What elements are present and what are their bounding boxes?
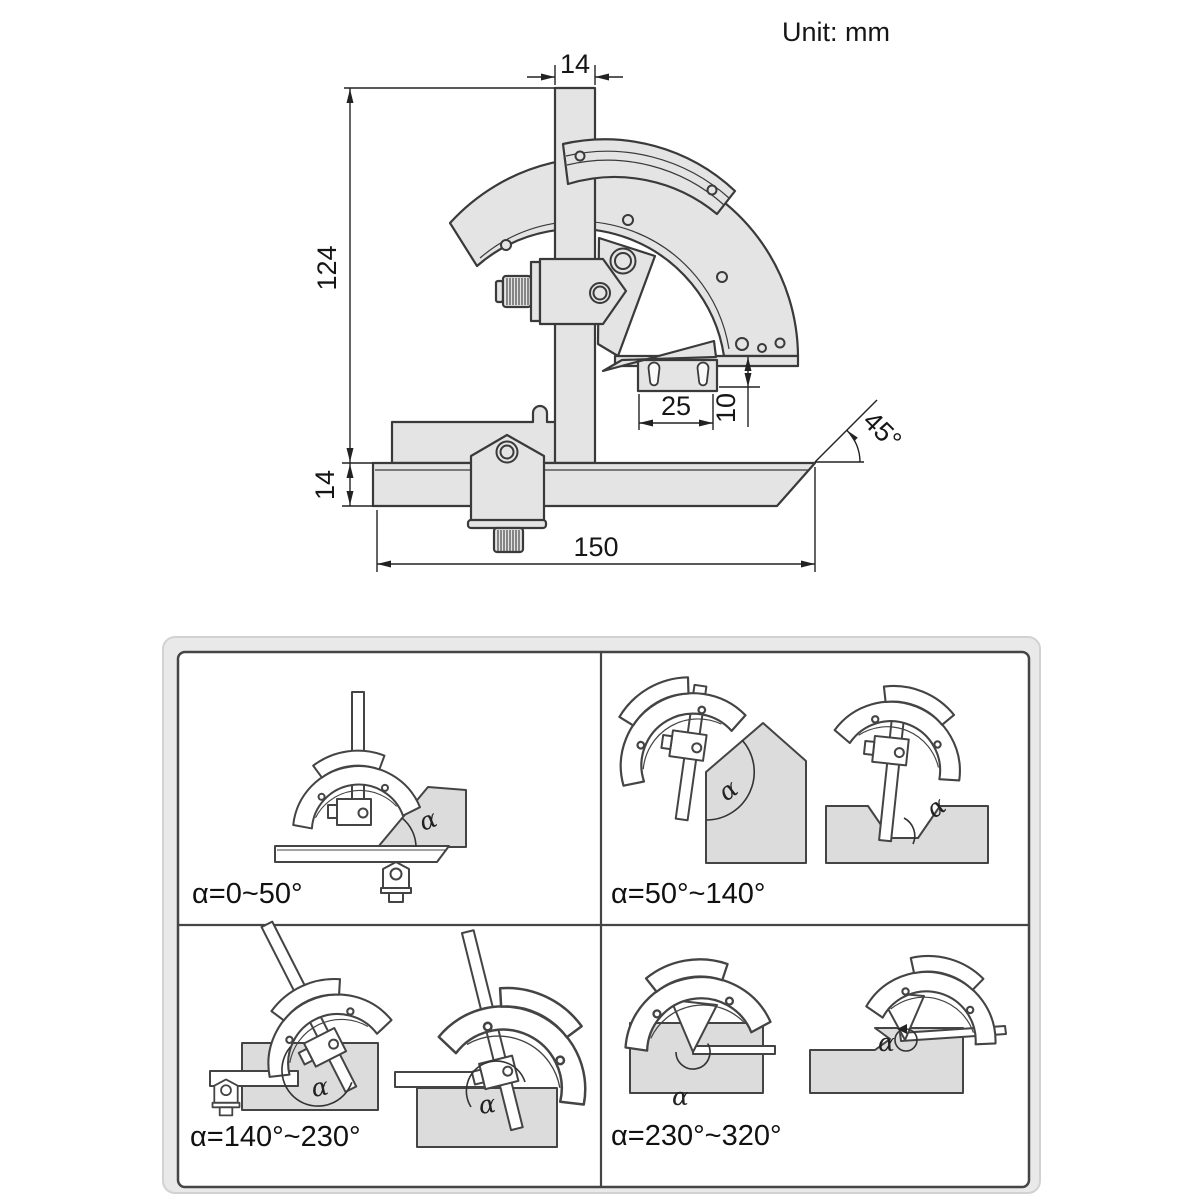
svg-text:124: 124 <box>312 245 342 290</box>
dim-tip-width: 10 <box>711 357 760 427</box>
stock-base <box>371 461 817 508</box>
svg-text:14: 14 <box>560 49 590 79</box>
panel-q3-label: α=140°~230° <box>190 1121 361 1153</box>
technical-drawing: Unit: mm <box>310 17 907 572</box>
svg-text:α: α <box>672 1082 689 1111</box>
svg-text:α: α <box>477 1089 498 1120</box>
panel-q2-figure-b: α <box>825 665 989 864</box>
dim-bevel-angle: 45° <box>814 399 907 463</box>
dim-blade-width: 14 <box>527 49 623 85</box>
clamp-block <box>494 257 628 326</box>
panel-q3-figure-a: α <box>209 920 396 1117</box>
svg-text:14: 14 <box>310 470 340 500</box>
panel-q3-figure-b: α <box>394 929 620 1148</box>
unit-label: Unit: mm <box>782 17 890 47</box>
panel-q1-label: α=0~50° <box>192 878 303 910</box>
panel-q2-figure-a: α <box>586 651 807 864</box>
vernier-scale <box>561 138 737 216</box>
svg-text:150: 150 <box>573 532 618 562</box>
panel-q4-figure-b: α <box>809 939 1016 1094</box>
usage-panels: α α=0~50° α α α=50°~140° α α <box>162 636 1041 1194</box>
svg-text:α: α <box>878 1028 895 1057</box>
svg-text:α: α <box>309 1071 331 1103</box>
lock-slider <box>466 433 548 554</box>
measuring-blade <box>601 339 800 393</box>
dim-base-length: 150 <box>376 467 816 572</box>
panel-q4-figure-a: α <box>611 946 776 1111</box>
svg-text:10: 10 <box>711 393 741 423</box>
panel-q1-figure: α <box>274 691 467 903</box>
panel-q4-label: α=230°~320° <box>611 1120 782 1152</box>
panel-q2-label: α=50°~140° <box>611 878 765 910</box>
dim-base-thickness: 14 <box>310 463 373 507</box>
dim-body-height: 124 <box>312 87 555 464</box>
svg-text:25: 25 <box>661 391 691 421</box>
dim-tip-length: 25 <box>638 391 714 430</box>
